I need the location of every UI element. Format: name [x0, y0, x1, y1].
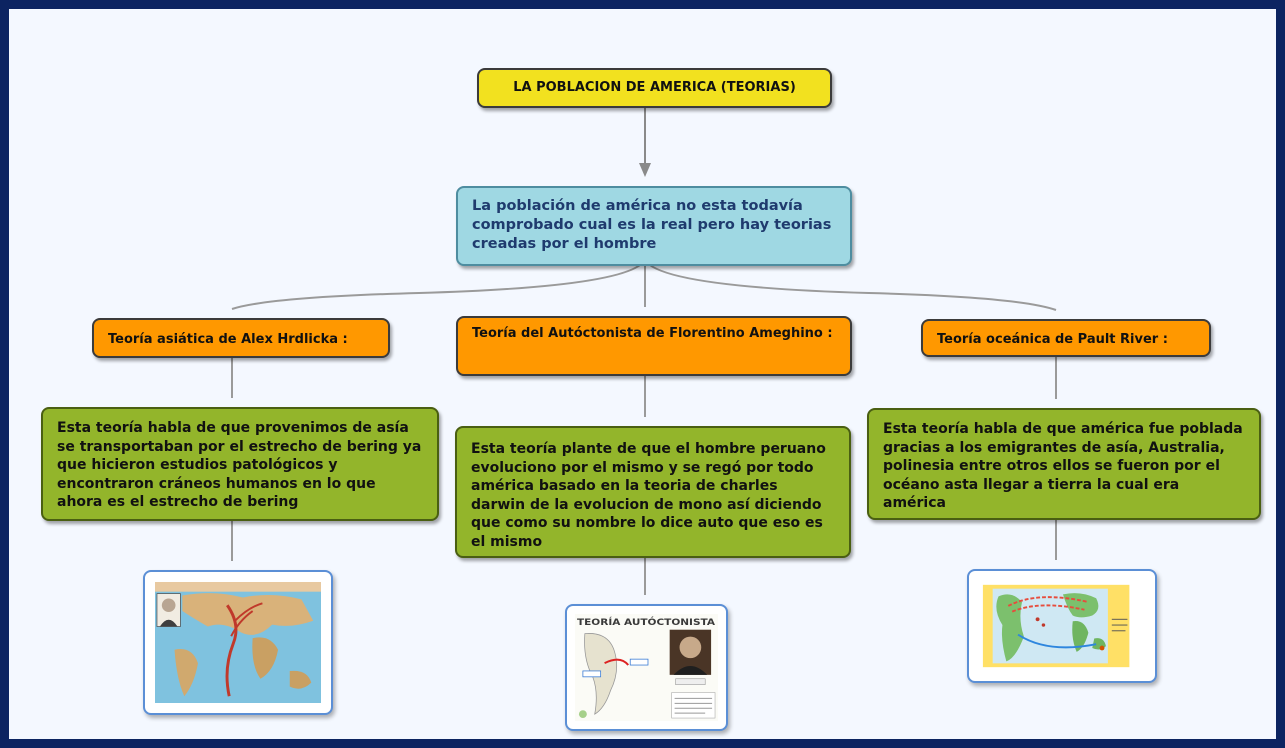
- theory-node-oceanica[interactable]: Teoría oceánica de Pault River :: [921, 319, 1211, 357]
- detail-node-asiatica[interactable]: Esta teoría habla de que provenimos de a…: [41, 407, 439, 521]
- autoctonista-sheet-illustration: TEORÍA AUTÓCTONISTA: [575, 614, 718, 721]
- detail-node-autoctonista[interactable]: Esta teoría plante de que el hombre peru…: [455, 426, 851, 558]
- autoctonista-heading: TEORÍA AUTÓCTONISTA: [577, 616, 715, 628]
- oceanic-migration-map-image[interactable]: [967, 569, 1157, 683]
- oceanic-map-illustration: [979, 581, 1145, 671]
- description-node[interactable]: La población de américa no esta todavía …: [456, 186, 852, 266]
- connector-lines: [231, 100, 1057, 595]
- detail-node-oceanica[interactable]: Esta teoría habla de que américa fue pob…: [867, 408, 1261, 520]
- connector-to-theory-1: [231, 259, 646, 310]
- theory-node-asiatica[interactable]: Teoría asiática de Alex Hrdlicka :: [92, 318, 390, 358]
- connector-to-theory-3: [644, 259, 1057, 311]
- autoctonista-theory-image[interactable]: TEORÍA AUTÓCTONISTA: [565, 604, 728, 731]
- root-node[interactable]: LA POBLACION DE AMERICA (TEORIAS): [477, 68, 832, 108]
- bering-migration-map-image[interactable]: [143, 570, 333, 715]
- theory-node-autoctonista[interactable]: Teoría del Autóctonista de Florentino Am…: [456, 316, 852, 376]
- bering-map-illustration: [155, 582, 321, 703]
